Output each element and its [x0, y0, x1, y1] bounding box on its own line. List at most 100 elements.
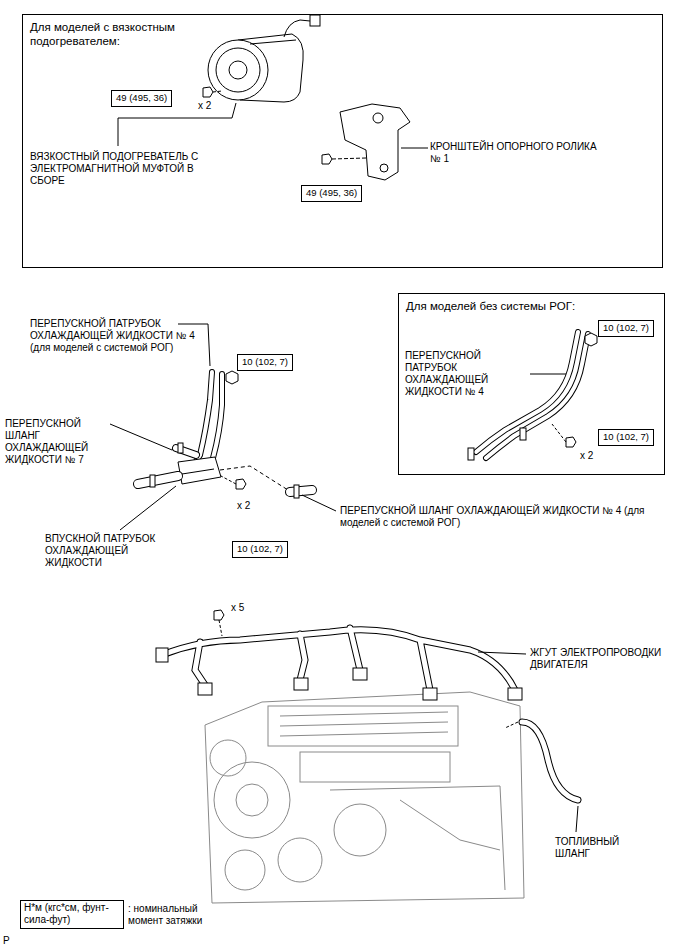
- idler-bracket: [380, 164, 388, 172]
- engine: [278, 838, 322, 882]
- part-name-holder: ВЯЗКОСТНЫЙ ПОДОГРЕВАТЕЛЬ С ЭЛЕКТРОМАГНИТ…: [30, 151, 205, 187]
- torque-value: 10 (102, 7): [242, 356, 288, 368]
- engine: [280, 712, 448, 736]
- fuel-hose: [522, 722, 578, 800]
- bypass-pipe: [213, 374, 222, 458]
- viscous-heater: [310, 15, 320, 26]
- bolt: [221, 476, 246, 489]
- quantity-mark-holder: x 5: [231, 602, 244, 614]
- bolt: [219, 620, 222, 636]
- inlet-pipe: [178, 457, 221, 484]
- quantity-mark: x 2: [580, 450, 593, 462]
- torque-box: 10 (102, 7): [598, 320, 654, 337]
- torque-box: 49 (495, 36): [111, 90, 172, 107]
- bolt: [213, 91, 222, 92]
- engine: [210, 740, 246, 776]
- connector: [423, 688, 437, 700]
- bypass-pipe: [476, 332, 588, 458]
- nut: [226, 371, 238, 384]
- bolt: [552, 424, 566, 442]
- leader-line: [530, 374, 566, 375]
- leader-line: [478, 652, 526, 654]
- engine: [205, 692, 524, 903]
- leader-line: [302, 495, 336, 511]
- dashed-line: [220, 466, 288, 490]
- part-name: ВПУСКНОЙ ПАТРУБОК ОХЛАЖДАЮЩЕЙ ЖИДКОСТИ: [45, 533, 175, 569]
- bolt: [214, 610, 224, 620]
- idler-bracket: [340, 104, 410, 180]
- leader-line: [576, 806, 578, 832]
- leader-line: [118, 103, 428, 148]
- hose-clamp: [294, 485, 299, 498]
- wire-harness: [162, 628, 515, 690]
- inlet-pipe: [178, 457, 221, 484]
- viscous-heater: [284, 20, 310, 37]
- panel-heading: Для моделей без системы РОГ:: [406, 299, 656, 313]
- dashed-line: [505, 722, 518, 728]
- dashed-line: [505, 722, 518, 728]
- torque-value: 10 (102, 7): [603, 322, 649, 334]
- hose-clamp: [150, 443, 299, 498]
- hose: [138, 476, 178, 484]
- hose-clamp: [178, 443, 183, 453]
- part-name-holder: ЖГУТ ЭЛЕКТРОПРОВОДКИ ДВИГАТЕЛЯ: [530, 647, 685, 671]
- bolt: [322, 154, 332, 164]
- quantity-mark: x 2: [198, 100, 211, 112]
- part-name-holder: КРОНШТЕЙН ОПОРНОГО РОЛИКА № 1: [430, 141, 600, 165]
- part-name: ТОПЛИВНЫЙ ШЛАНГ: [555, 836, 645, 860]
- leader-line: [118, 103, 236, 146]
- engine: [334, 804, 386, 856]
- connector: [198, 683, 212, 695]
- torque-value: 10 (102, 7): [237, 543, 283, 555]
- figure-code: P: [3, 935, 10, 947]
- quantity-mark: x 2: [237, 500, 250, 512]
- bolt: [566, 437, 576, 447]
- idler-bracket: [340, 104, 410, 180]
- leader-line: [401, 148, 428, 149]
- part-name: ПЕРЕПУСКНОЙ ПАТРУБОК ОХЛАЖДАЮЩЕЙ ЖИДКОСТ…: [405, 350, 525, 398]
- engine: [268, 706, 458, 746]
- torque-box: 49 (495, 36): [301, 185, 362, 202]
- connector: [156, 648, 168, 662]
- torque-value: 49 (495, 36): [306, 187, 357, 199]
- bolt: [322, 154, 366, 164]
- leader-line: [110, 424, 172, 450]
- bolt: [221, 476, 236, 484]
- engine: [236, 784, 268, 816]
- part-name: ПЕРЕПУСКНОЙ ШЛАНГ ОХЛАЖДАЮЩЕЙ ЖИДКОСТИ №…: [340, 505, 670, 529]
- part-name: ВЯЗКОСТНЫЙ ПОДОГРЕВАТЕЛЬ С ЭЛЕКТРОМАГНИТ…: [30, 151, 205, 187]
- hose: [138, 448, 312, 492]
- nut: [226, 371, 238, 384]
- engine: [330, 786, 505, 890]
- bolt: [332, 158, 366, 159]
- bolt: [552, 424, 576, 447]
- connector: [508, 688, 522, 700]
- quantity-mark-holder: x 2: [580, 450, 593, 462]
- part-name-holder: ТОПЛИВНЫЙ ШЛАНГ: [555, 836, 645, 860]
- nut: [585, 333, 597, 346]
- leader-line: [530, 374, 566, 375]
- dashed-line: [220, 466, 288, 490]
- part-name: ПЕРЕПУСКНОЙ ШЛАНГ ОХЛАЖДАЮЩЕЙ ЖИДКОСТИ №…: [5, 418, 110, 466]
- bypass-pipe: [486, 334, 588, 458]
- nut: [585, 333, 597, 346]
- leader-line: [478, 652, 578, 832]
- hose-clamp: [468, 448, 474, 460]
- hose: [138, 476, 178, 484]
- panel-heading: Для моделей с вязкостным подогревателем:: [30, 20, 200, 48]
- inlet-pipe: [182, 469, 214, 474]
- bolt: [203, 87, 213, 97]
- connector: [294, 678, 308, 690]
- bypass-pipe: [476, 332, 578, 452]
- legend-box: Н*м (кгс*см, фунт-сила-фут): [20, 900, 124, 929]
- bypass-pipe: [476, 332, 578, 452]
- legend-note-holder: : номинальный момент затяжки: [128, 903, 228, 927]
- idler-bracket: [373, 113, 383, 123]
- bypass-pipe: [486, 334, 588, 458]
- connector: [353, 668, 367, 680]
- torque-value: 49 (495, 36): [116, 92, 167, 104]
- part-name: ПЕРЕПУСКНОЙ ПАТРУБОК ОХЛАЖДАЮЩЕЙ ЖИДКОСТ…: [30, 318, 210, 354]
- leader-line: [110, 324, 336, 530]
- viscous-heater: [208, 15, 320, 102]
